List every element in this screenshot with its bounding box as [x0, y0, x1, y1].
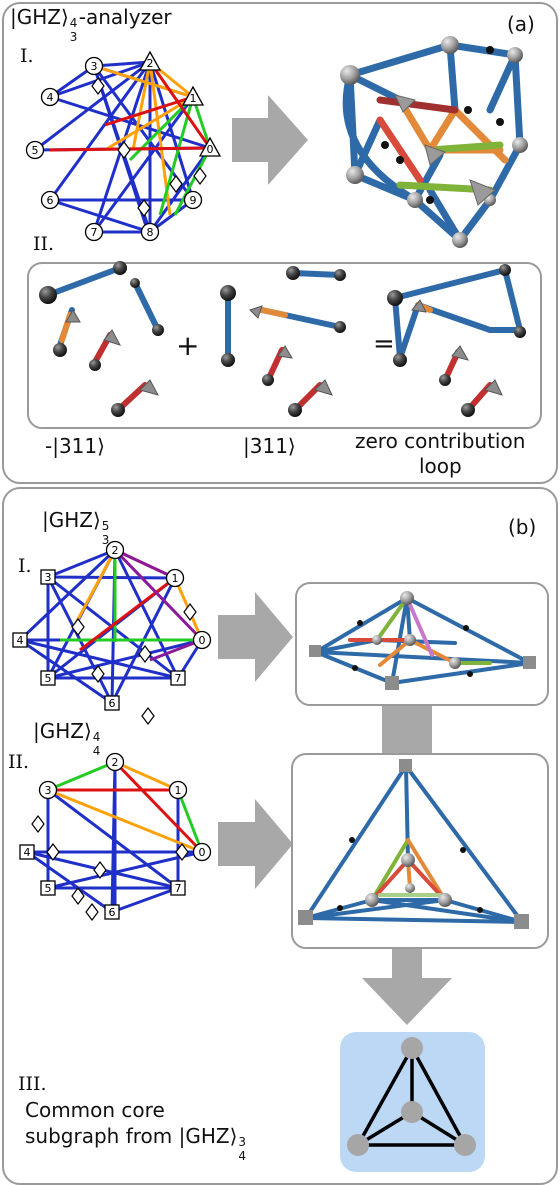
graph-b2-node-0: 0: [199, 846, 206, 859]
graph-b1-node-2: 2: [112, 544, 119, 557]
graph-b1-node-3: 3: [45, 571, 52, 584]
panel-a-step-2: II.: [33, 233, 55, 255]
graph-b2-node-7: 7: [175, 882, 182, 895]
equals-sign: =: [373, 329, 395, 359]
label-minus-311: -|311⟩: [45, 434, 105, 458]
graph-a-node-1: 1: [190, 92, 197, 105]
graph-a: 0 1 2 3 4 5 6 7 8 9: [25, 50, 222, 242]
graph-b1-node-1: 1: [172, 572, 179, 585]
graph-b1-node-5: 5: [45, 672, 52, 685]
arrow-b-down-stem: [382, 706, 432, 754]
graph-a-node-9: 9: [190, 194, 197, 207]
graph-b1-node-7: 7: [175, 672, 182, 685]
graph-a-node-0: 0: [207, 143, 214, 156]
subgraph-box: [27, 262, 542, 429]
graph-a-node-7: 7: [91, 226, 98, 239]
subgraph-pieces: [39, 261, 526, 417]
arrow-b-down-icon: [362, 948, 452, 1025]
graph-a-node-5: 5: [32, 144, 39, 157]
panel-b-letter: (b): [508, 515, 537, 539]
plus-sign: +: [176, 329, 200, 362]
graph-b1-node-4: 4: [17, 634, 24, 647]
graph-a-node-2: 2: [147, 57, 154, 70]
graph-a-node-4: 4: [47, 91, 54, 104]
graph-a-node-3: 3: [91, 60, 98, 73]
label-plus-311: |311⟩: [243, 434, 296, 458]
render-b1: [309, 591, 536, 690]
core-caption-line-1: Common core: [25, 1098, 165, 1122]
graph-a-node-6: 6: [47, 194, 54, 207]
panel-b-step-3: III.: [18, 1073, 47, 1095]
core-graph: [347, 1037, 476, 1156]
render-a: [340, 36, 528, 248]
arrow-b2-icon: [218, 799, 293, 889]
graph-b1-node-6: 6: [109, 697, 116, 710]
render-b2: [298, 759, 529, 929]
panel-a-letter: (a): [507, 12, 535, 36]
graph-b2-node-1: 1: [175, 784, 182, 797]
panel-b-step-1: I.: [18, 555, 32, 577]
graph-b2-node-5: 5: [45, 882, 52, 895]
arrow-b1-icon: [218, 592, 293, 682]
graph-b2-node-6: 6: [109, 906, 116, 919]
graph-b1: 0 1 2 3 4 5 6 7: [12, 540, 212, 725]
label-loop: loop: [419, 454, 462, 478]
panel-b: [2, 487, 558, 1185]
label-zero-contribution: zero contribution: [355, 429, 526, 453]
graph-b2: 0 1 2 3 4 5 6 7: [19, 752, 212, 921]
panel-b-step-2: II.: [8, 751, 30, 773]
graph-b1-node-0: 0: [199, 634, 206, 647]
arrow-a-icon: [232, 95, 308, 185]
graph-b2-node-3: 3: [45, 784, 52, 797]
render-b2-box: [291, 753, 549, 949]
graph-a-node-8: 8: [147, 226, 154, 239]
graph-b2-node-4: 4: [24, 846, 31, 859]
panel-a-step-1: I.: [20, 45, 34, 67]
graph-b2-node-2: 2: [112, 756, 119, 769]
